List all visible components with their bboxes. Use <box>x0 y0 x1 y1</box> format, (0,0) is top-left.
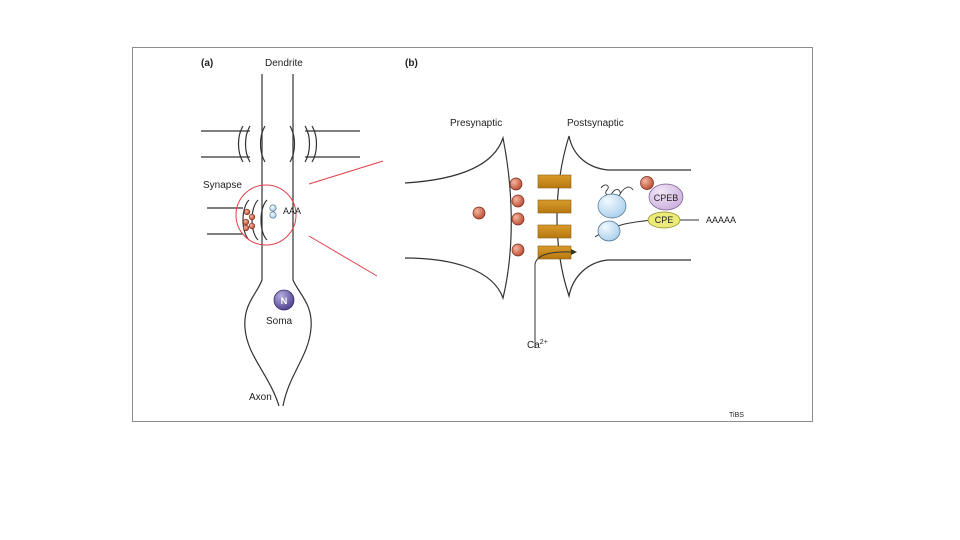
synapse-spine <box>260 199 268 241</box>
vesicle <box>511 243 525 257</box>
calcium-label: Ca2+ <box>527 339 548 351</box>
spine <box>259 125 266 163</box>
vesicle <box>242 224 250 232</box>
vesicle <box>511 212 525 226</box>
receptor <box>537 224 572 239</box>
neuron-diagram: (a) Dendrite <box>201 58 744 419</box>
synapse-label: Synapse <box>203 180 242 191</box>
dendrite-label: Dendrite <box>265 58 303 69</box>
vesicle <box>509 177 523 191</box>
vesicle <box>243 208 251 216</box>
neuron-left-outline <box>244 74 280 407</box>
cpe-element <box>647 211 681 229</box>
vesicle <box>472 206 486 220</box>
kinase-ball <box>640 176 654 190</box>
neuron-right-outline <box>282 74 312 407</box>
ribosome-large <box>597 193 627 219</box>
synapse-spine <box>242 199 250 241</box>
axon-label: Axon <box>249 392 272 403</box>
spine <box>304 125 311 163</box>
spine <box>311 125 318 163</box>
cpe-label: CPE <box>655 215 674 225</box>
figure-panel: (a) Dendrite <box>132 47 813 422</box>
vesicle <box>242 218 250 226</box>
presynaptic-label: Presynaptic <box>450 118 502 129</box>
receptor <box>537 174 572 189</box>
calcium-arrow <box>534 251 574 348</box>
postsynaptic-membrane <box>556 135 691 299</box>
vesicle <box>248 222 256 230</box>
nascent-peptide <box>600 184 634 197</box>
zoom-line-top <box>308 160 384 185</box>
spine <box>289 125 296 163</box>
synapse-ribosomes <box>269 204 277 219</box>
panel-a-tag: (a) <box>201 58 213 69</box>
synapse-spine <box>251 199 259 241</box>
ribosome-small <box>597 220 621 242</box>
panel-b-membranes <box>404 135 691 301</box>
nucleus-label: N <box>281 296 288 306</box>
ribosome <box>269 204 277 212</box>
credit-label: TiBS <box>729 412 744 419</box>
presynaptic-vesicles <box>472 177 525 257</box>
soma-label: Soma <box>266 316 293 327</box>
presynaptic-membrane <box>404 135 512 301</box>
aaa-label: AAA <box>283 206 301 216</box>
calcium-arrowhead <box>571 249 577 255</box>
panel-a: (a) Dendrite <box>201 58 384 407</box>
receptors <box>537 174 572 260</box>
nucleus <box>273 289 295 311</box>
cpeb-label: CPEB <box>654 193 679 203</box>
synapse-vesicles <box>242 208 256 232</box>
panel-b-tag: (b) <box>405 58 418 69</box>
vesicle <box>511 194 525 208</box>
zoom-line-bottom <box>308 235 378 277</box>
receptor <box>537 199 572 214</box>
spine <box>237 125 244 163</box>
polya-label: AAAAA <box>706 215 736 225</box>
synapse-highlight-circle <box>235 184 297 246</box>
spine <box>244 125 251 163</box>
cpeb-protein <box>648 183 684 211</box>
ribosome <box>269 211 277 219</box>
vesicle <box>248 213 256 221</box>
postsynaptic-label: Postsynaptic <box>567 118 624 129</box>
